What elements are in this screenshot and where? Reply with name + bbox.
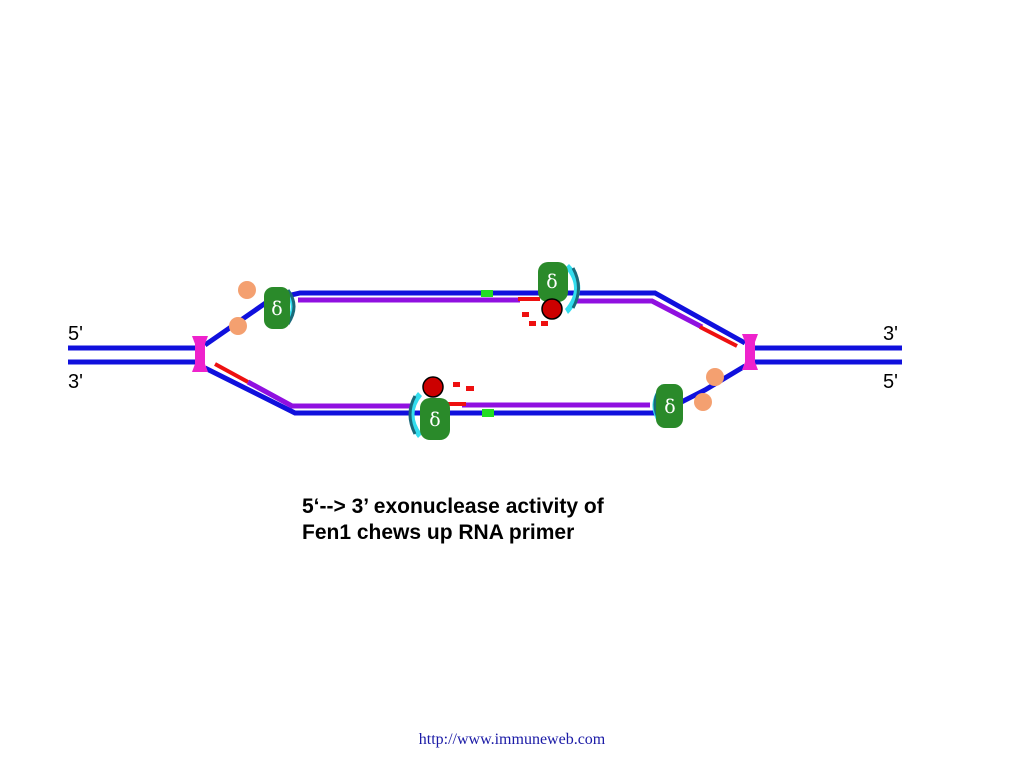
digested-primer-fragments-top bbox=[522, 312, 548, 326]
ssb-protein bbox=[706, 368, 724, 386]
caption-line-2: Fen1 chews up RNA primer bbox=[302, 521, 575, 544]
polymerase-delta-lower-right: δ bbox=[652, 384, 683, 428]
caption-line-1: 5‘--> 3’ exonuclease activity of bbox=[302, 495, 604, 518]
top-rna-primers bbox=[518, 297, 738, 348]
strand-end-label-right-bottom: 5' bbox=[883, 371, 898, 393]
fen1-nuclease-bottom bbox=[422, 376, 444, 398]
right-helicase bbox=[742, 334, 758, 370]
fen1-nuclease-top bbox=[541, 298, 563, 320]
ssb-protein bbox=[238, 281, 256, 299]
delta-symbol: δ bbox=[664, 396, 675, 418]
strand-end-label-left-bottom: 3' bbox=[68, 371, 83, 393]
source-url-link[interactable]: http://www.immuneweb.com bbox=[418, 731, 606, 748]
top-new-strand bbox=[298, 297, 704, 330]
right-duplex-dna bbox=[752, 345, 902, 365]
polymerase-delta-lower-middle: δ bbox=[408, 392, 450, 440]
ssb-protein bbox=[694, 393, 712, 411]
top-template-strand bbox=[203, 290, 747, 348]
bottom-rna-primers bbox=[214, 362, 466, 406]
left-helicase bbox=[192, 336, 208, 372]
bottom-new-strand bbox=[246, 379, 650, 409]
strand-end-label-left-top: 5' bbox=[68, 323, 83, 345]
diagram-caption: 5‘--> 3’ exonuclease activity of Fen1 ch… bbox=[302, 494, 722, 546]
digested-primer-fragments-bottom bbox=[453, 382, 474, 391]
ssb-protein bbox=[229, 317, 247, 335]
strand-end-label-right-top: 3' bbox=[883, 323, 898, 345]
delta-symbol: δ bbox=[271, 298, 282, 320]
delta-symbol: δ bbox=[429, 409, 440, 431]
bottom-ligation-mark bbox=[482, 409, 494, 417]
delta-symbol: δ bbox=[546, 271, 557, 293]
left-duplex-dna bbox=[68, 345, 200, 365]
top-ligation-mark bbox=[481, 290, 493, 297]
polymerase-delta-upper-middle: δ bbox=[538, 262, 581, 314]
polymerase-delta-upper-left: δ bbox=[264, 287, 296, 329]
